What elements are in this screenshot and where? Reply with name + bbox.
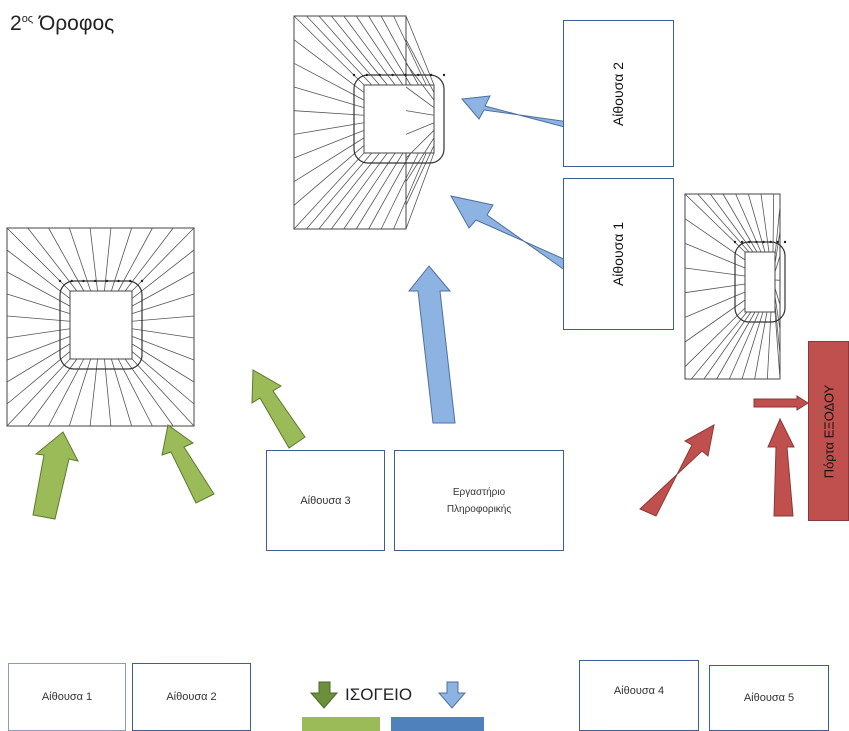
ground-floor-legend-label: ΙΣΟΓΕΙΟ	[345, 685, 413, 704]
floor-title: 2ος Όροφος	[10, 12, 114, 36]
legend-green-down-arrow	[309, 681, 339, 709]
ground-room-5-box: Αίθουσα 5	[709, 665, 829, 731]
ground-room-2-label: Αίθουσα 2	[166, 691, 217, 703]
ground-room-1-label: Αίθουσα 1	[41, 691, 93, 703]
ground-room-2-box: Αίθουσα 2	[132, 663, 251, 731]
staircase-top-center	[293, 15, 446, 230]
room-1-label: Αίθουσα 1	[610, 221, 627, 287]
exit-door-label: Πόρτα ΕΞΟΔΟΥ	[821, 384, 837, 478]
red-arrow-right	[753, 395, 809, 411]
floor-title-suffix: ος	[21, 13, 34, 25]
ground-room-5-label: Αίθουσα 5	[743, 692, 795, 704]
red-arrow-diagonal	[639, 424, 715, 517]
red-arrow-up	[767, 417, 795, 517]
legend-green-swatch	[302, 717, 380, 731]
computer-lab-label: Εργαστήριο Πληροφορικής	[447, 484, 511, 518]
computer-lab-line2: Πληροφορικής	[446, 503, 512, 515]
room-2-label: Αίθουσα 2	[610, 61, 627, 126]
floor-title-text: Όροφος	[33, 12, 115, 35]
room-3-label: Αίθουσα 3	[300, 494, 351, 507]
green-arrow-right	[251, 369, 306, 449]
room-1-box: Αίθουσα 1	[563, 178, 674, 330]
ground-room-1-box: Αίθουσα 1	[8, 663, 126, 731]
computer-lab-line1: Εργαστήριο	[452, 486, 506, 498]
blue-arrow-up-center	[407, 265, 456, 424]
computer-lab-box: Εργαστήριο Πληροφορικής	[394, 450, 564, 551]
staircase-left	[6, 227, 195, 427]
room-2-box: Αίθουσα 2	[563, 20, 674, 167]
green-arrow-middle	[161, 424, 215, 504]
green-arrow-left	[32, 431, 79, 520]
legend-blue-swatch	[391, 717, 484, 731]
floor-title-number: 2	[10, 12, 22, 35]
legend-blue-down-arrow	[437, 681, 467, 709]
staircase-right	[684, 193, 787, 380]
ground-room-4-label: Αίθουσα 4	[613, 685, 665, 697]
exit-door: Πόρτα ΕΞΟΔΟΥ	[808, 341, 849, 521]
ground-room-4-box: Αίθουσα 4	[579, 660, 699, 731]
room-3-box: Αίθουσα 3	[266, 450, 385, 551]
